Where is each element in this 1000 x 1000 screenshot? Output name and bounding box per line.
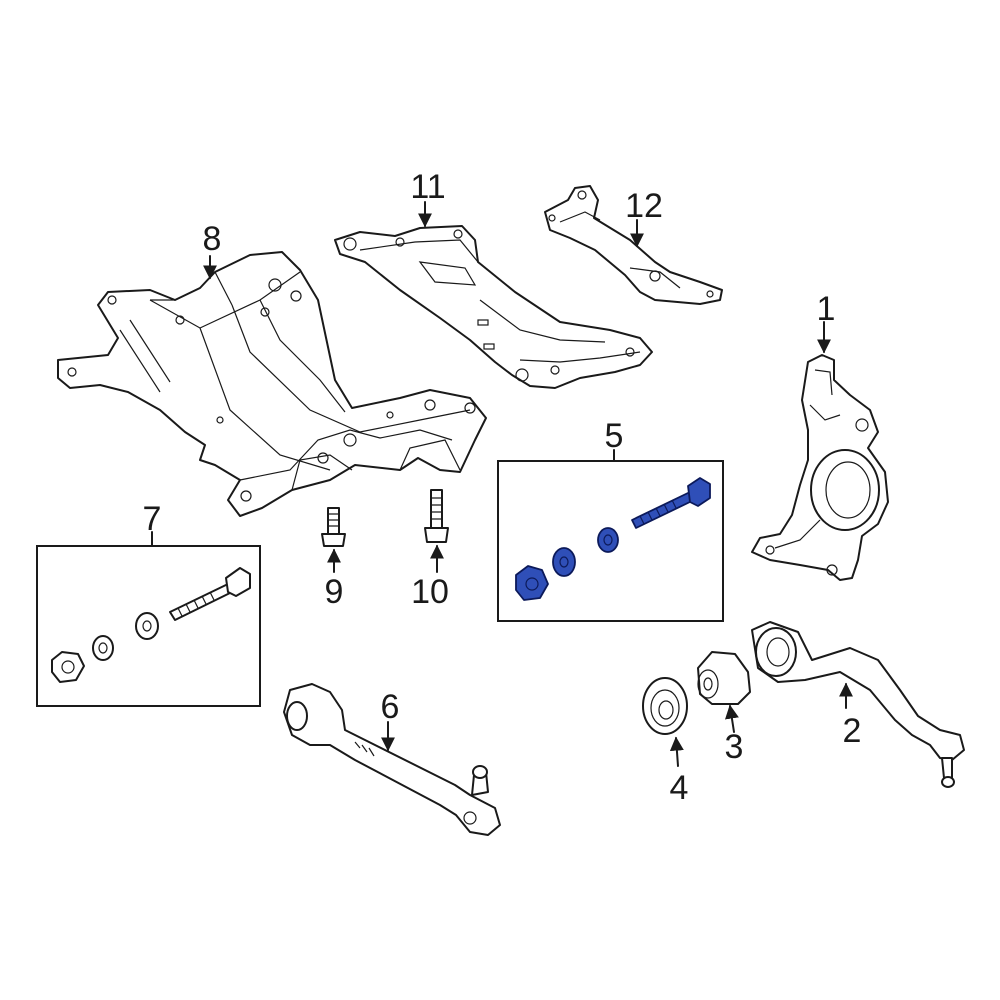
splash-shield-part[interactable] [334, 225, 653, 389]
callout-1: 1 [817, 290, 836, 328]
callout-9: 9 [325, 573, 344, 611]
bolt-kit-5-part[interactable] [515, 477, 711, 601]
callout-3: 3 [725, 728, 744, 766]
bolt-kit-5-box [497, 460, 724, 622]
callout-12: 12 [625, 187, 663, 225]
bolt-kit-7-box [36, 545, 261, 707]
callout-arrows [151, 201, 853, 767]
bolt-kit-7-part[interactable] [51, 567, 251, 683]
control-arm-2-part[interactable] [751, 621, 965, 788]
bolt-9-part[interactable] [321, 507, 346, 547]
mount-4-part[interactable] [642, 677, 688, 735]
steering-knuckle-part[interactable] [751, 354, 889, 581]
callout-4: 4 [670, 769, 689, 807]
callout-6: 6 [381, 688, 400, 726]
subframe-part[interactable] [57, 251, 487, 517]
callout-8: 8 [203, 220, 222, 258]
bolt-10-part[interactable] [424, 489, 449, 543]
callout-5: 5 [605, 417, 624, 455]
callout-2: 2 [843, 712, 862, 750]
control-arm-6-part[interactable] [283, 683, 501, 836]
callout-7: 7 [143, 500, 162, 538]
callout-10: 10 [411, 573, 449, 611]
bushing-3-part[interactable] [697, 651, 751, 705]
callout-11: 11 [410, 168, 445, 206]
